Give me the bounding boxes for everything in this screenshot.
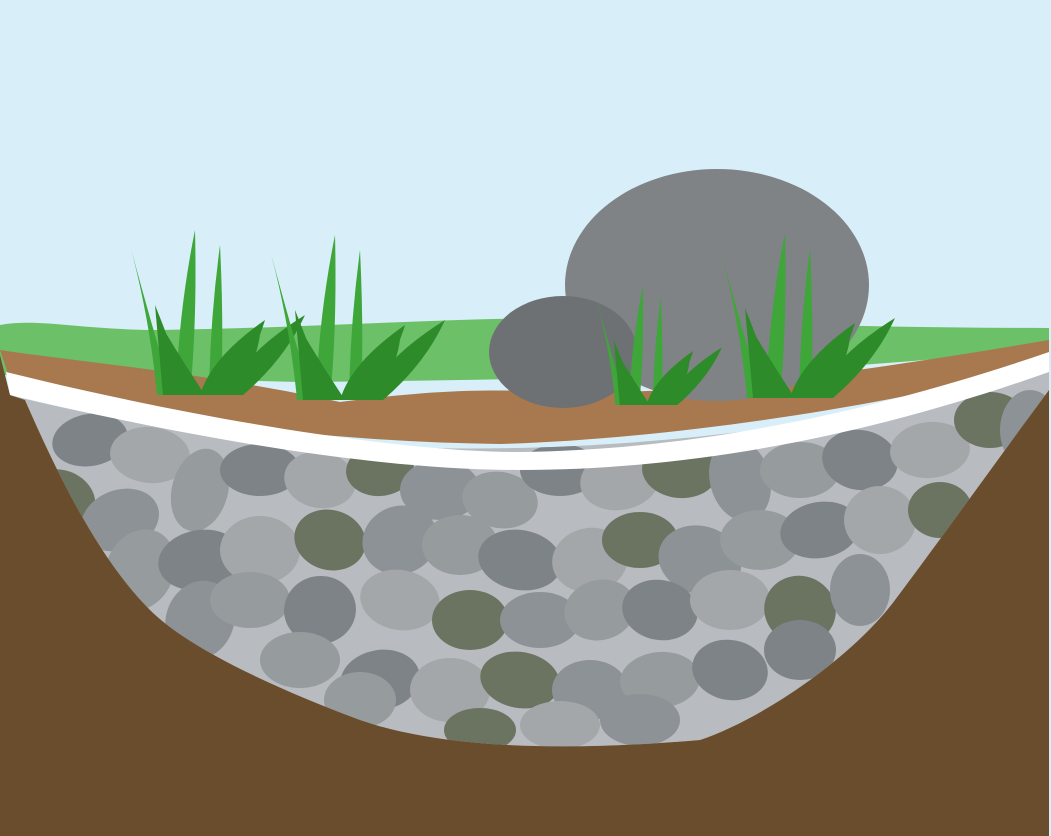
gravel-stone xyxy=(830,554,890,626)
gravel-stone xyxy=(260,632,340,688)
gravel-stone xyxy=(600,694,680,746)
gravel-stone xyxy=(690,570,770,630)
gravel-stone xyxy=(432,590,508,650)
gravel-stone xyxy=(844,486,916,554)
gravel-stone xyxy=(210,572,290,628)
gravel-stone xyxy=(520,701,600,749)
